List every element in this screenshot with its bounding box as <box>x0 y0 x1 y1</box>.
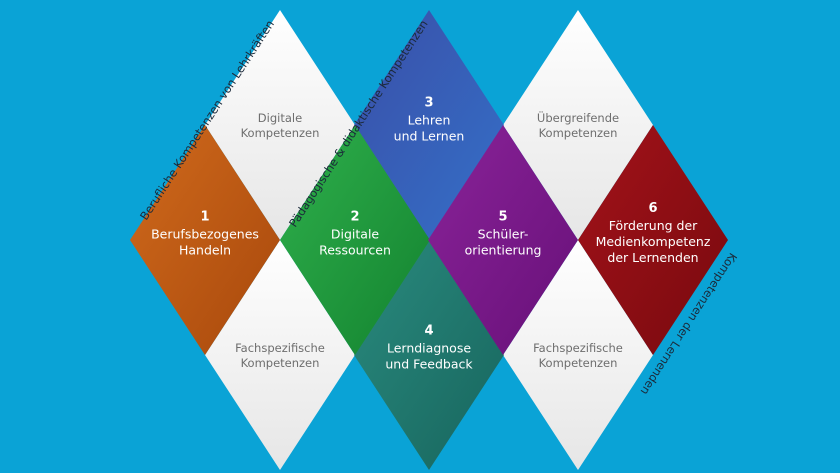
label-area-3: 3 Lehren und Lernen <box>394 95 465 144</box>
label-fachspezifische-right: Fachspezifische Kompetenzen <box>533 341 623 371</box>
label-fachspezifische-left: Fachspezifische Kompetenzen <box>235 341 325 371</box>
label-area-2: 2 Digitale Ressourcen <box>319 209 391 258</box>
white-diamond-text: Digitale Kompetenzen <box>240 111 320 140</box>
label-uebergreifende: Übergreifende Kompetenzen <box>537 111 619 141</box>
label-area-6: 6 Förderung der Medienkompetenz der Lern… <box>596 201 711 267</box>
label-area-1: 1 Berufsbezogenes Handeln <box>151 209 259 258</box>
area-number: 4 <box>424 323 434 339</box>
diamond-area-2 <box>280 125 430 355</box>
label-digitale-kompetenzen: Digitale Kompetenzen <box>241 111 320 141</box>
diamond-area-1 <box>130 125 280 355</box>
diamond-area-5 <box>428 125 578 355</box>
area-title: Berufsbezogenes Handeln <box>151 226 259 258</box>
label-area-5: 5 Schüler- orientierung <box>465 209 542 258</box>
area-title: Digitale Ressourcen <box>319 226 391 258</box>
white-diamond-text: Übergreifende Kompetenzen <box>536 111 620 140</box>
area-title: Lerndiagnose und Feedback <box>385 340 473 372</box>
white-diamond-text: Fachspezifische Kompetenzen <box>533 341 623 370</box>
area-title: Förderung der Medienkompetenz der Lernen… <box>595 218 711 266</box>
area-number: 3 <box>424 95 434 111</box>
area-number: 1 <box>200 209 210 225</box>
area-number: 6 <box>648 201 658 217</box>
area-title: Schüler- orientierung <box>464 226 542 258</box>
label-area-4: 4 Lerndiagnose und Feedback <box>385 323 472 372</box>
white-diamond-text: Fachspezifische Kompetenzen <box>235 341 325 370</box>
area-number: 2 <box>350 209 360 225</box>
area-title: Lehren und Lernen <box>393 112 465 144</box>
area-number: 5 <box>498 209 508 225</box>
diamond-area-6 <box>578 125 728 355</box>
